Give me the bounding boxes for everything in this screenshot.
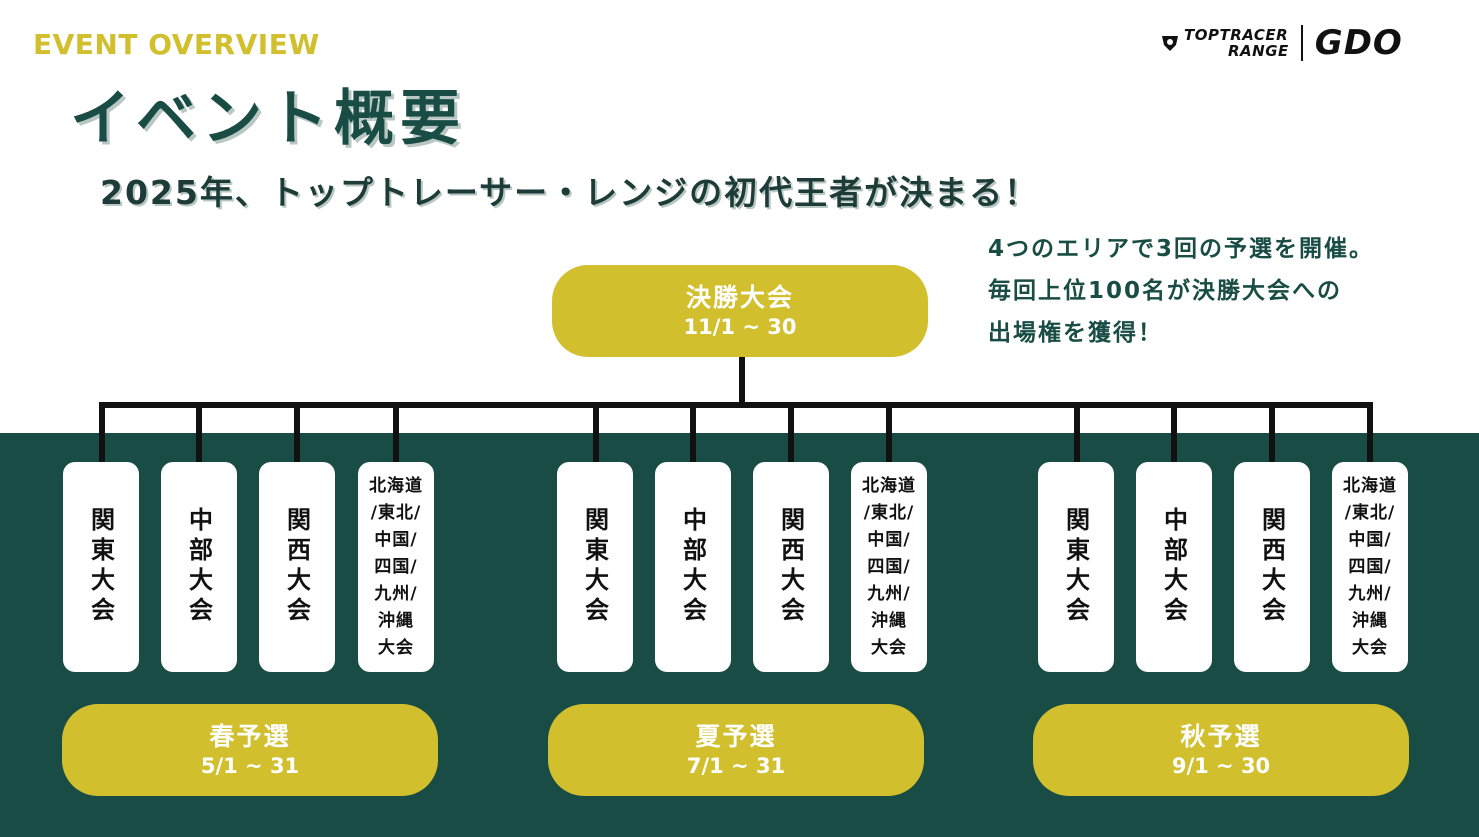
qualifier-note: 4つのエリアで3回の予選を開催。 毎回上位100名が決勝大会への 出場権を獲得！: [988, 228, 1458, 354]
venue-line: 四国/: [867, 556, 911, 577]
venue-line: 四国/: [374, 556, 418, 577]
venue-line: 沖縄: [378, 610, 414, 631]
page-title: イベント概要: [70, 84, 466, 154]
venue-line: 沖縄: [1352, 610, 1388, 631]
venue-card-kanto-summer: 関東大会: [557, 462, 633, 672]
gdo-wordmark: GDO: [1314, 23, 1403, 63]
final-dates: 11/1 ~ 30: [683, 315, 797, 339]
venue-label: 中部大会: [678, 507, 707, 627]
eyebrow-label: EVENT OVERVIEW: [33, 28, 320, 61]
note-line-1: 4つのエリアで3回の予選を開催。: [988, 236, 1375, 262]
summer-qualifier-pill: 夏予選 7/1 ~ 31: [548, 704, 924, 796]
venue-line: 中国/: [867, 529, 911, 550]
venue-line: 中国/: [374, 529, 418, 550]
venue-card-north-spring: 北海道 /東北/ 中国/ 四国/ 九州/ 沖縄 大会: [358, 462, 434, 672]
venue-line: 北海道: [862, 475, 916, 496]
venue-card-kanto-autumn: 関東大会: [1038, 462, 1114, 672]
note-line-2: 毎回上位100名が決勝大会への: [988, 278, 1343, 304]
headline: 2025年、トップトレーサー・レンジの初代王者が決まる！: [100, 173, 1040, 212]
venue-label: 関西大会: [282, 507, 311, 627]
venue-line: 九州/: [1348, 583, 1392, 604]
venue-line: 大会: [871, 637, 907, 658]
venue-card-north-autumn: 北海道 /東北/ 中国/ 四国/ 九州/ 沖縄 大会: [1332, 462, 1408, 672]
venue-line: /東北/: [863, 502, 915, 523]
venue-line: 北海道: [1343, 475, 1397, 496]
note-line-3: 出場権を獲得！: [988, 320, 1163, 346]
venue-multi-region-label: 北海道 /東北/ 中国/ 四国/ 九州/ 沖縄 大会: [1343, 473, 1397, 662]
venue-line: 大会: [1352, 637, 1388, 658]
brand-logo: TOPTRACER RANGE GDO: [1160, 22, 1403, 64]
final-label: 決勝大会: [685, 283, 794, 312]
venue-multi-region-label: 北海道 /東北/ 中国/ 四国/ 九州/ 沖縄 大会: [369, 473, 423, 662]
venue-label: 関東大会: [86, 507, 115, 627]
venue-card-chubu-spring: 中部大会: [161, 462, 237, 672]
season-label: 夏予選: [695, 722, 777, 751]
venue-label: 関東大会: [1061, 507, 1090, 627]
venue-line: 中国/: [1348, 529, 1392, 550]
venue-line: 四国/: [1348, 556, 1392, 577]
venue-line: /東北/: [1344, 502, 1396, 523]
venue-card-chubu-summer: 中部大会: [655, 462, 731, 672]
venue-line: 九州/: [867, 583, 911, 604]
season-dates: 5/1 ~ 31: [200, 754, 300, 778]
autumn-qualifier-pill: 秋予選 9/1 ~ 30: [1033, 704, 1409, 796]
season-dates: 9/1 ~ 30: [1171, 754, 1271, 778]
venue-line: 北海道: [369, 475, 423, 496]
venue-label: 中部大会: [1159, 507, 1188, 627]
venue-card-kansai-spring: 関西大会: [259, 462, 335, 672]
season-label: 春予選: [209, 722, 291, 751]
logo-divider: [1300, 25, 1303, 61]
venue-label: 関西大会: [1257, 507, 1286, 627]
venue-line: 大会: [378, 637, 414, 658]
venue-line: 九州/: [374, 583, 418, 604]
season-dates: 7/1 ~ 31: [686, 754, 786, 778]
toptracer-line2: RANGE: [1228, 42, 1289, 60]
toptracer-line1: TOPTRACER: [1184, 26, 1289, 44]
venue-label: 関東大会: [580, 507, 609, 627]
shield-icon: [1162, 36, 1178, 51]
venue-line: 沖縄: [871, 610, 907, 631]
venue-card-north-summer: 北海道 /東北/ 中国/ 四国/ 九州/ 沖縄 大会: [851, 462, 927, 672]
venue-card-chubu-autumn: 中部大会: [1136, 462, 1212, 672]
final-tournament-pill: 決勝大会 11/1 ~ 30: [552, 265, 928, 357]
venue-multi-region-label: 北海道 /東北/ 中国/ 四国/ 九州/ 沖縄 大会: [862, 473, 916, 662]
toptracer-wordmark: TOPTRACER RANGE: [1184, 27, 1289, 59]
venue-label: 中部大会: [184, 507, 213, 627]
venue-label: 関西大会: [776, 507, 805, 627]
venue-line: /東北/: [370, 502, 422, 523]
venue-card-kansai-summer: 関西大会: [753, 462, 829, 672]
venue-card-kanto-spring: 関東大会: [63, 462, 139, 672]
season-label: 秋予選: [1180, 722, 1262, 751]
venue-card-kansai-autumn: 関西大会: [1234, 462, 1310, 672]
spring-qualifier-pill: 春予選 5/1 ~ 31: [62, 704, 438, 796]
